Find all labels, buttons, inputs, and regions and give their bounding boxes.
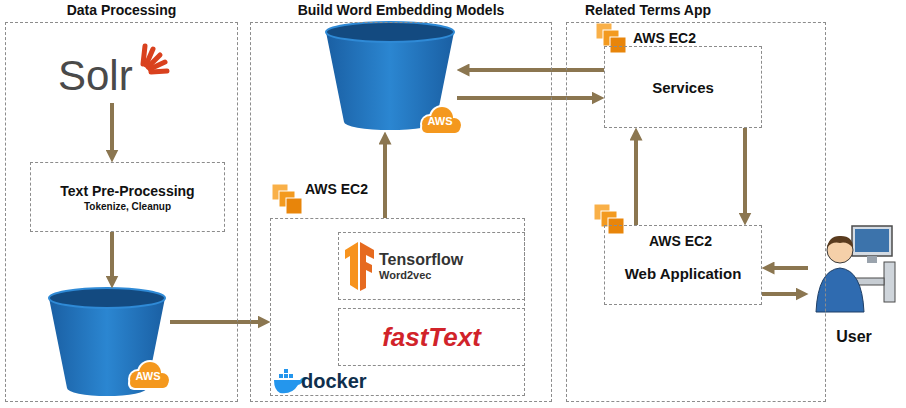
flow-arrow: [110, 103, 114, 156]
box-title: Services: [652, 79, 714, 96]
box-title: Text Pre-Processing: [60, 183, 194, 199]
aws-badge: AWS: [420, 115, 460, 128]
server-label: AWS EC2: [649, 233, 712, 249]
aws-badge: AWS: [128, 370, 168, 383]
ec2-icon: [594, 204, 624, 234]
box-subtitle: Word2vec: [379, 269, 431, 281]
box-title: Web Application: [625, 265, 742, 282]
storage-bucket: AWS: [45, 288, 170, 396]
s3-bucket: [49, 288, 171, 396]
tensorflow-logo: [345, 242, 374, 291]
flow-arrow: [762, 292, 802, 296]
server-label: AWS EC2: [305, 181, 368, 197]
logo-text: Solr: [58, 52, 133, 100]
flow-arrow: [743, 128, 747, 219]
solr-logo: Solr: [50, 48, 165, 103]
solr-sun: [143, 46, 167, 72]
section-title: Build Word Embedding Models: [251, 1, 551, 19]
section-panel: Build Word Embedding ModelsAWSAWS EC2doc…: [250, 22, 552, 402]
section-title: Data Processing: [6, 1, 237, 19]
section-panel: Data ProcessingSolrText Pre-ProcessingTo…: [5, 22, 238, 402]
flow-arrow: [383, 138, 387, 218]
s3-bucket: [326, 22, 463, 135]
ec2-icon: [596, 23, 626, 53]
ec2-icon: [272, 184, 302, 214]
flow-arrow: [768, 266, 808, 270]
process-box: Text Pre-ProcessingTokenize, Cleanup: [30, 162, 225, 232]
flow-arrow: [457, 96, 598, 100]
section-panel: Related Terms AppAWS EC2ServicesAWS EC2W…: [566, 22, 826, 402]
flow-arrow: [463, 68, 604, 72]
storage-bucket: AWS: [322, 24, 457, 132]
service-box: AWS EC2Web Application: [604, 225, 762, 305]
flow-arrow: [634, 134, 638, 225]
service-box: AWS EC2Services: [604, 46, 762, 128]
box-title: fastText: [382, 322, 481, 353]
server-group: AWS EC2dockerTensorflowWord2vecfastText: [270, 218, 525, 396]
docker-label: docker: [301, 370, 367, 392]
user-actor: User: [808, 222, 900, 347]
flow-arrow: [110, 232, 114, 282]
framework-box: fastText: [338, 308, 525, 366]
framework-box: TensorflowWord2vec: [338, 232, 525, 300]
server-label: AWS EC2: [633, 30, 696, 46]
box-subtitle: Tokenize, Cleanup: [84, 201, 171, 212]
box-title: Tensorflow: [379, 251, 463, 269]
section-title: Related Terms App: [585, 1, 711, 19]
user-icon: [816, 226, 895, 312]
actor-label: User: [808, 327, 900, 347]
